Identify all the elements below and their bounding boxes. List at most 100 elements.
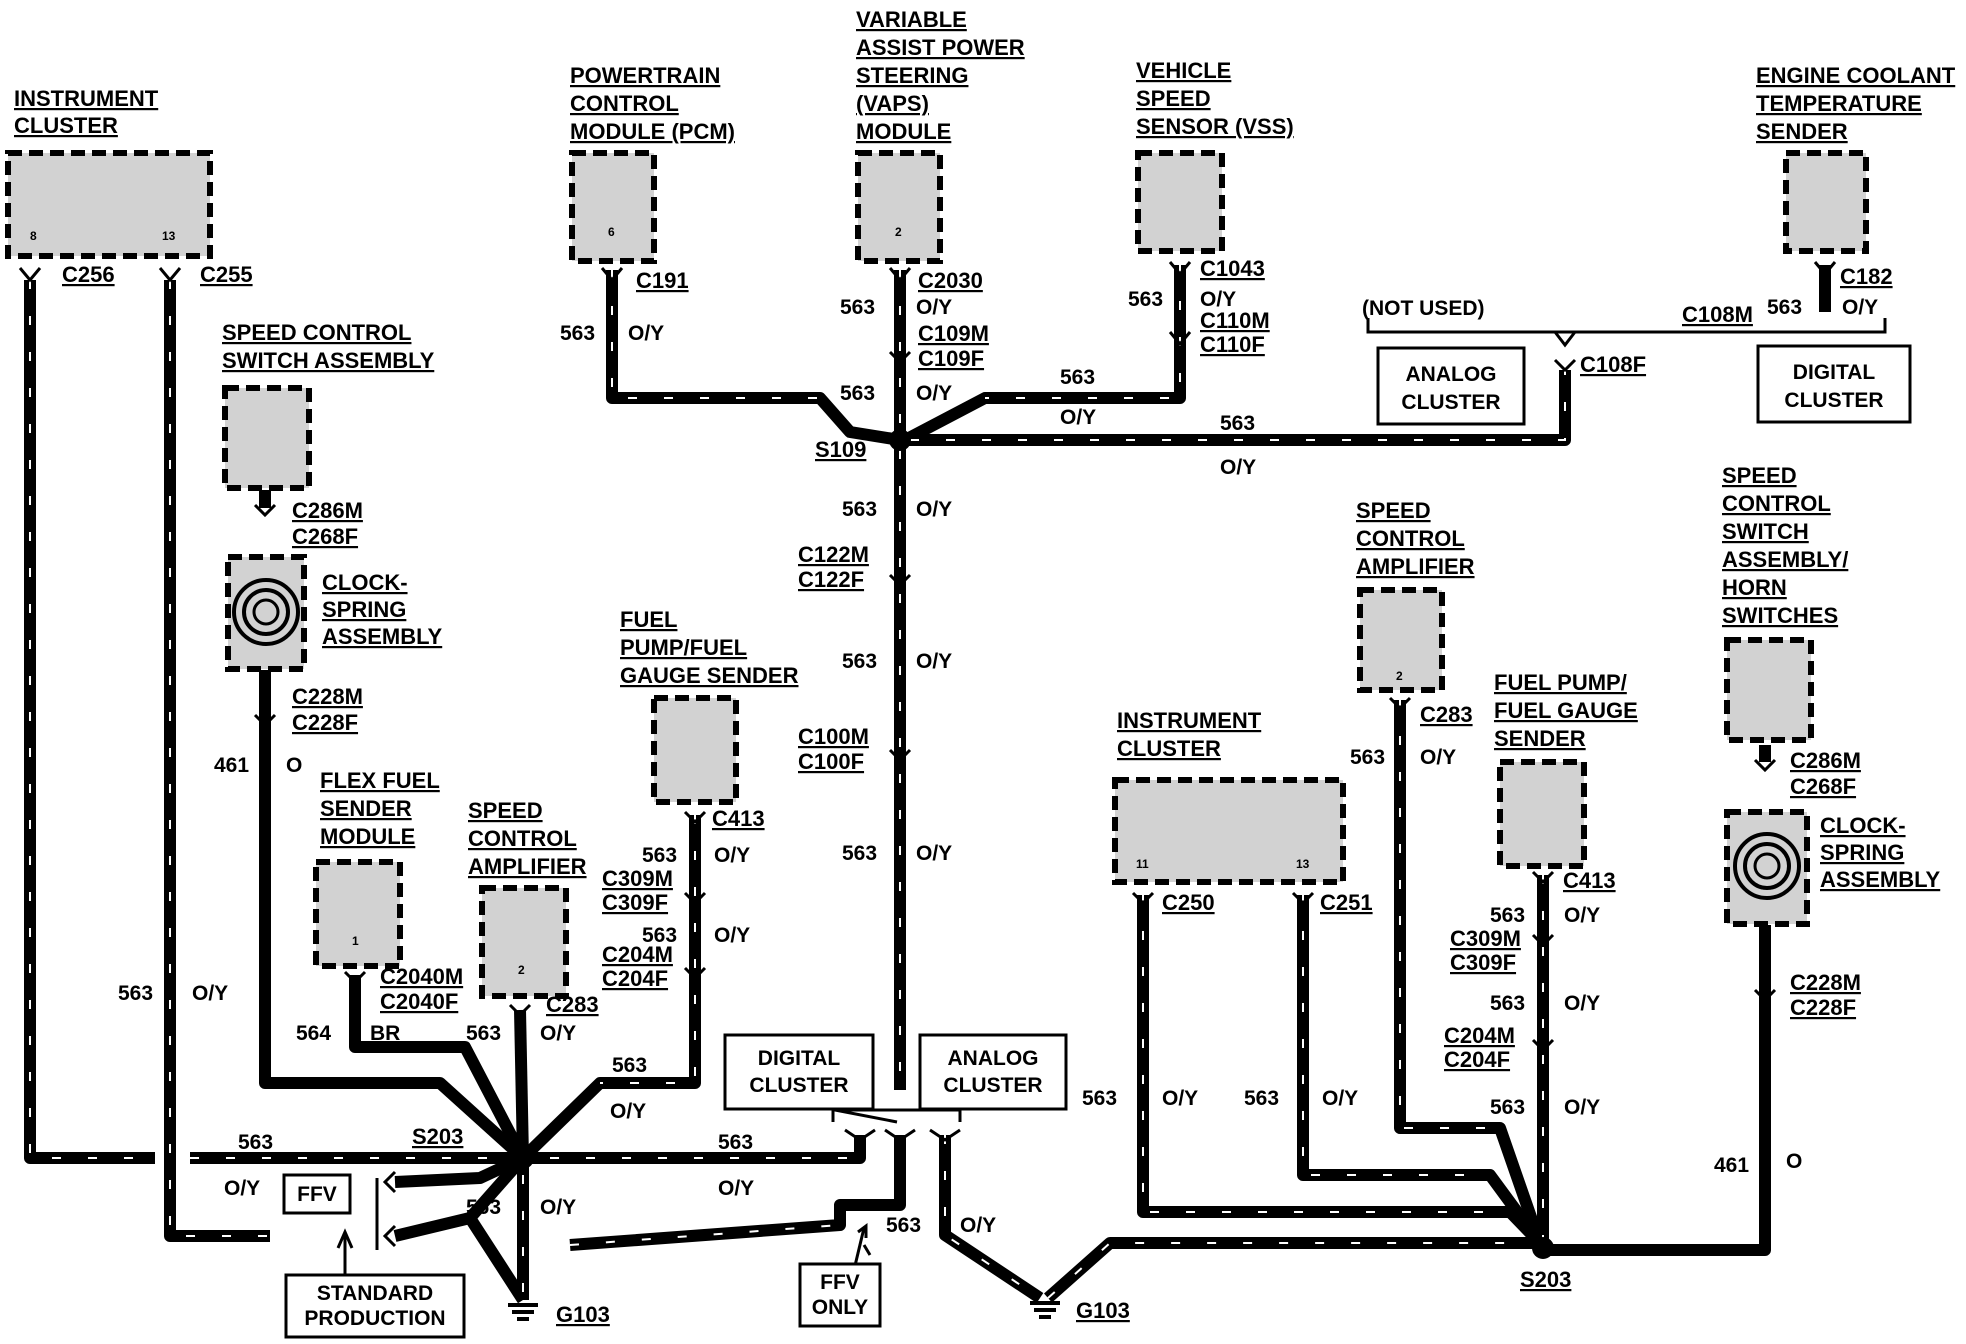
vss-label-3: SENSOR (VSS) <box>1136 114 1294 139</box>
ffv-only-box <box>798 1262 882 1328</box>
pin-vaps: 2 <box>895 225 902 239</box>
pin-amp-right: 2 <box>1396 669 1403 683</box>
wire-fp-left-circuit-3: 563 <box>612 1054 647 1077</box>
wire-fp-right-color-2: O/Y <box>1564 992 1600 1015</box>
standard-line1: STANDARD <box>317 1282 433 1305</box>
connector-c191: C191 <box>636 268 689 293</box>
wire-vss-color-2: O/Y <box>1060 406 1096 429</box>
wire-vaps-color: O/Y <box>916 296 952 319</box>
connector-c286m-right: C286M <box>1790 748 1861 773</box>
clockspring-left-icon <box>232 578 300 646</box>
speed-amp-right-label-3: AMPLIFIER <box>1356 554 1475 579</box>
connector-c204m-right: C204M <box>1444 1023 1515 1048</box>
vaps-label-2: ASSIST POWER <box>856 35 1025 60</box>
vaps-label-4: (VAPS) <box>856 91 929 116</box>
splice-s203-left: S203 <box>412 1124 463 1149</box>
digital-bottom-line2: CLUSTER <box>749 1074 848 1097</box>
wire-461-circuit-left: 461 <box>214 754 249 777</box>
splice-s109-dot <box>889 429 911 451</box>
clockspring-left-label-2: SPRING <box>322 597 406 622</box>
wire-amp-left-circuit: 563 <box>466 1022 501 1045</box>
connector-c256: C256 <box>62 262 115 287</box>
connector-c204f-left: C204F <box>602 966 668 991</box>
wire-ect-circuit: 563 <box>1767 296 1802 319</box>
pin-ic-left-b: 13 <box>162 229 176 243</box>
clockspring-right-label-2: SPRING <box>1820 840 1904 865</box>
wire-vaps-circuit: 563 <box>840 296 875 319</box>
flex-fuel-box <box>313 859 403 969</box>
digital-top-line2: CLUSTER <box>1784 389 1883 412</box>
bracket-lines <box>336 318 1887 1296</box>
digital-cluster-top-box <box>1756 344 1912 424</box>
analog-top-line2: CLUSTER <box>1401 391 1500 414</box>
wire-main-circuit-1: 563 <box>842 498 877 521</box>
flex-fuel-label-3: MODULE <box>320 824 415 849</box>
connector-c108f: C108F <box>1580 352 1646 377</box>
wire-ffv-only-circuit: 563 <box>886 1214 921 1237</box>
ect-label-3: SENDER <box>1756 119 1848 144</box>
speed-amp-right-box <box>1357 587 1445 693</box>
wire-461-circuit-right: 461 <box>1714 1154 1749 1177</box>
wire-c251 <box>1297 895 1545 1247</box>
ground-g103-left: G103 <box>556 1302 610 1327</box>
wire-fp-left-color-3: O/Y <box>610 1100 646 1123</box>
analog-cluster-bottom-box <box>918 1033 1068 1111</box>
wire-pcm <box>606 270 901 446</box>
standard-line2: PRODUCTION <box>304 1307 445 1330</box>
connector-c268f-left: C268F <box>292 524 358 549</box>
connector-c2040m: C2040M <box>380 964 463 989</box>
wire-ffv-branch <box>394 1152 526 1188</box>
wire-vaps-color-2: O/Y <box>916 382 952 405</box>
speed-amp-left-box <box>479 885 569 999</box>
wire-fp-left-circuit-2: 563 <box>642 924 677 947</box>
speed-switch-right-label-6: SWITCHES <box>1722 603 1838 628</box>
instrument-cluster-right-box <box>1112 777 1346 885</box>
speed-switch-right-label-1: SPEED <box>1722 463 1797 488</box>
analog-bottom-line2: CLUSTER <box>943 1074 1042 1097</box>
wire-amp-right-circuit: 563 <box>1350 746 1385 769</box>
fuel-pump-right-label-2: FUEL GAUGE <box>1494 698 1638 723</box>
connector-marks <box>18 261 1837 1142</box>
wire-speed-amp-left <box>514 1009 529 1159</box>
wire-ect-color: O/Y <box>1842 296 1878 319</box>
ect-label-2: TEMPERATURE <box>1756 91 1922 116</box>
speed-switch-right-label-2: CONTROL <box>1722 491 1831 516</box>
fuel-pump-left-label-2: PUMP/FUEL <box>620 635 747 660</box>
connector-c2030: C2030 <box>918 268 983 293</box>
wire-vss-color: O/Y <box>1200 288 1236 311</box>
wire-ffv-only-color: O/Y <box>960 1214 996 1237</box>
ffv-box <box>282 1173 352 1215</box>
ffv-only-line1: FFV <box>820 1271 860 1294</box>
splice-s203-right: S203 <box>1520 1267 1571 1292</box>
not-used-label: (NOT USED) <box>1362 297 1485 320</box>
wire-c250-circuit: 563 <box>1082 1087 1117 1110</box>
ect-box <box>1783 150 1869 254</box>
connector-c109f: C109F <box>918 346 984 371</box>
instrument-cluster-right-label-2: CLUSTER <box>1117 736 1221 761</box>
connector-c100f: C100F <box>798 749 864 774</box>
flex-fuel-label-2: SENDER <box>320 796 412 821</box>
wire-analog-circuit: 563 <box>1220 412 1255 435</box>
wire-main-circuit-2: 563 <box>842 650 877 673</box>
wire-speed-amp-right <box>1394 700 1546 1245</box>
speed-switch-left-label-2: SWITCH ASSEMBLY <box>222 348 435 373</box>
digital-bottom-line1: DIGITAL <box>758 1047 841 1070</box>
connector-c182: C182 <box>1840 264 1893 289</box>
digital-top-line1: DIGITAL <box>1793 361 1876 384</box>
wire-ground-left-diag <box>464 1214 529 1304</box>
connector-c122m: C122M <box>798 542 869 567</box>
vss-box <box>1135 150 1225 254</box>
connector-c2040f: C2040F <box>380 989 458 1014</box>
wire-ground-left-circuit: 563 <box>466 1196 501 1219</box>
wire-hz-left-circuit: 563 <box>238 1131 273 1154</box>
component-labels: INSTRUMENT CLUSTER POWERTRAIN CONTROL MO… <box>14 7 1956 892</box>
connector-c413-left: C413 <box>712 806 765 831</box>
connector-c283-left: C283 <box>546 992 599 1017</box>
connector-c228m-left: C228M <box>292 684 363 709</box>
instrument-cluster-left-box <box>5 150 213 259</box>
wire-vss <box>902 265 1186 446</box>
wire-ic-left-color: O/Y <box>192 982 228 1005</box>
wire-c255 <box>164 280 270 1242</box>
wire-461-color-right: O <box>1786 1150 1802 1173</box>
fuel-pump-left-box <box>651 695 739 805</box>
